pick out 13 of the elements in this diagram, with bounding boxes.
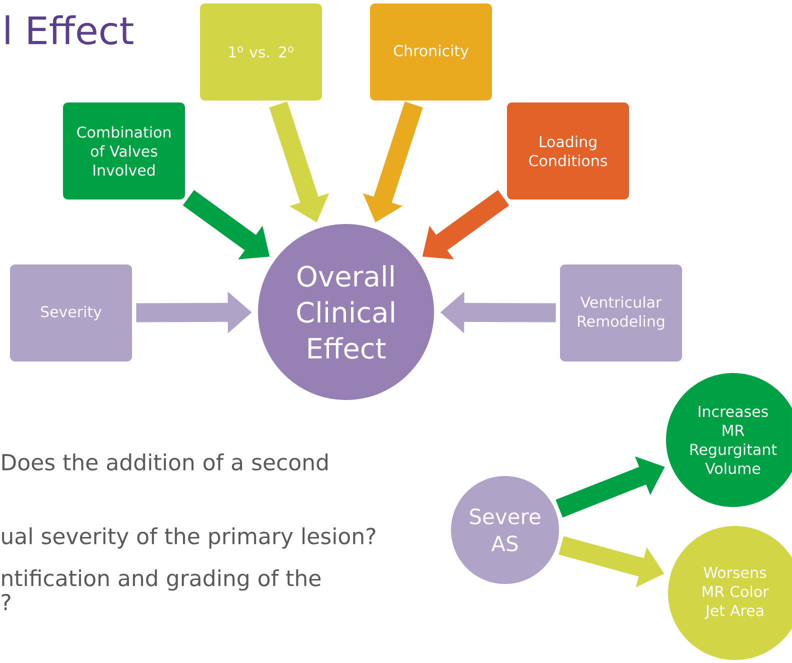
circle-node: Overall Clinical Effect (258, 224, 434, 400)
process-box: Loading Conditions (507, 102, 629, 200)
process-box: Severity (10, 264, 132, 362)
process-box: Ventricular Remodeling (560, 264, 682, 362)
body-text: ? (2, 594, 10, 610)
body-text: ual severity of the primary lesion? (2, 527, 376, 549)
slide-title: l Effect (6, 15, 134, 45)
process-box: Chronicity (370, 4, 492, 100)
process-box: 1$^{o}$ vs. 2$^{o}$ (200, 4, 322, 100)
circle-node: Severe AS (451, 476, 559, 584)
body-text: ntification and grading of the (2, 569, 320, 591)
process-box: Combination of Valves Involved (63, 102, 185, 200)
body-text: Does the addition of a second (2, 453, 328, 470)
